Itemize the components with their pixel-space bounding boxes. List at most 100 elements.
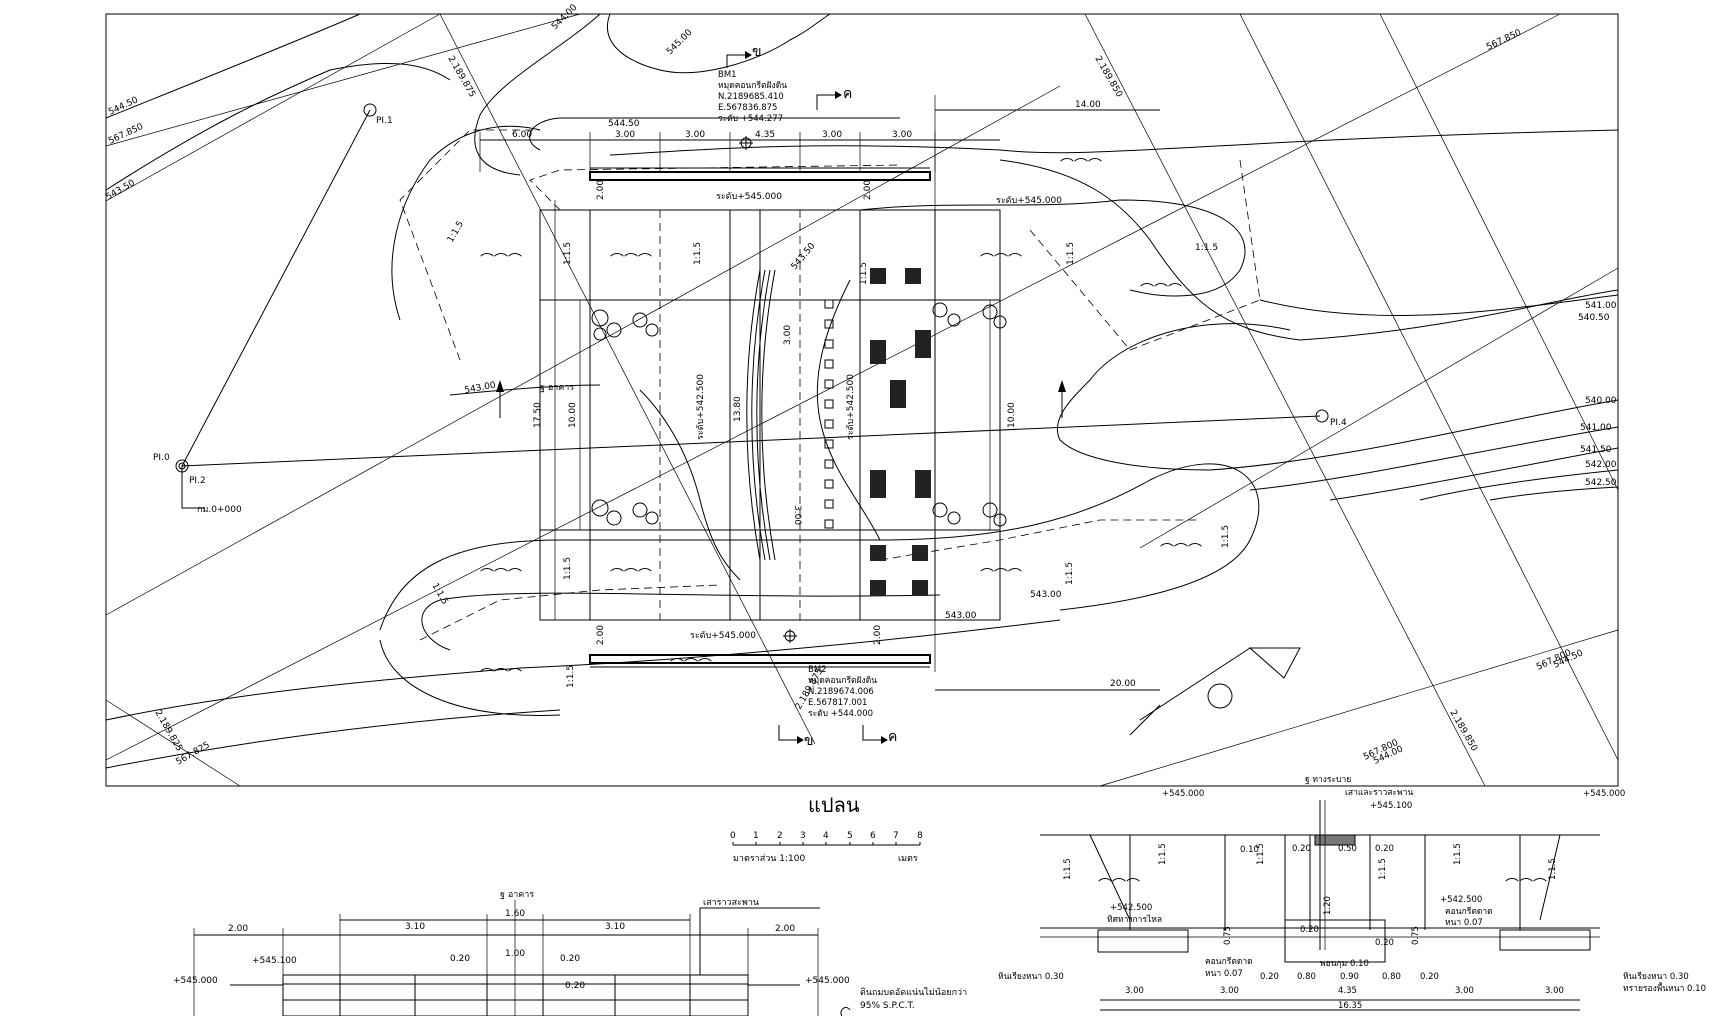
slope-label: 1:1.5 — [693, 242, 703, 265]
svg-text:⌒⌒⌒: ⌒⌒⌒ — [610, 568, 652, 584]
dim-label: 2.00 — [596, 625, 606, 645]
section-ref-label: ค — [888, 729, 897, 745]
section-label: 0.20 — [1292, 844, 1311, 854]
section-label: 0.20 — [1260, 972, 1279, 982]
bm1-note: BM1 หมุดคอนกรีตฝังดิน N.2189685.410 E.56… — [718, 70, 787, 124]
dim-label: 3.00 — [783, 325, 793, 345]
dim-label: 3.00 — [822, 130, 842, 140]
section-label: 0.20 — [1420, 972, 1439, 982]
elevation-centerline-label: ฐ อาคาร — [500, 890, 534, 900]
slope-labels: 1:1.5 1:1.5 1:1.5 1:1.5 1:1.5 1:1.5 1:1.… — [429, 220, 1231, 688]
dim-label: 14.00 — [1075, 100, 1101, 110]
dim-label: 6.00 — [512, 130, 532, 140]
bridge-deck-bottom — [589, 654, 931, 664]
grid-label: 567.850 — [107, 122, 145, 147]
slope-label: 1:1.5 — [1065, 562, 1075, 585]
dim-label: 10.00 — [1007, 402, 1017, 428]
coordinate-grid — [105, 13, 1619, 787]
contour-label: 544.00 — [550, 3, 580, 33]
chute-steps — [746, 269, 776, 561]
bm1-east: E.567836.875 — [718, 103, 777, 113]
scale-tick: 1 — [753, 831, 759, 841]
dim-label: 0.20 — [560, 954, 580, 964]
grid-label: 2.189.850 — [1092, 55, 1124, 100]
pi-label: PI.0 — [153, 453, 170, 463]
plan-view: ⌒⌒⌒⌒⌒⌒⌒⌒⌒ ⌒⌒⌒⌒⌒⌒⌒⌒⌒ ⌒⌒⌒⌒⌒⌒⌒⌒⌒ ⌒⌒⌒⌒⌒⌒ 544… — [105, 3, 1619, 787]
riprap-left — [1097, 929, 1189, 953]
contour-label: 543.50 — [105, 178, 138, 203]
bridge-elevation: ฐ อาคาร เสาราวสะพาน 2.00 3.10 1.60 3.10 … — [173, 890, 967, 1016]
section-label: 3.00 — [1125, 986, 1144, 996]
route-centerline — [175, 103, 1329, 509]
station-label: กม.0+000 — [197, 505, 242, 515]
elevation-labels: ฐ อาคาร เสาราวสะพาน 2.00 3.10 1.60 3.10 … — [173, 890, 967, 1011]
channel — [1284, 919, 1386, 963]
slope-label: 1:1.5 — [859, 262, 869, 285]
dim-label: 17.50 — [533, 402, 543, 428]
contour-label: 540.50 — [1578, 313, 1610, 323]
contour-lines — [105, 13, 1619, 769]
dim-label: 20.00 — [1110, 679, 1136, 689]
section-centerline-label: ฐ ทางระบาย — [1305, 775, 1351, 785]
scale-unit: เมตร — [898, 854, 918, 864]
pi-label: PI.2 — [189, 476, 206, 486]
railing — [282, 974, 749, 1016]
pi-label: PI.4 — [1330, 418, 1347, 428]
svg-text:⌒⌒⌒: ⌒⌒⌒ — [1098, 878, 1140, 894]
slope-label: 1:1.5 — [1195, 243, 1218, 253]
grass-symbols: ⌒⌒⌒⌒⌒⌒⌒⌒⌒ ⌒⌒⌒⌒⌒⌒⌒⌒⌒ ⌒⌒⌒⌒⌒⌒⌒⌒⌒ ⌒⌒⌒⌒⌒⌒ — [480, 158, 1202, 684]
section-label: +542.500 — [1440, 895, 1482, 905]
level-label: +545.100 — [252, 956, 297, 966]
section-ref-label: ข — [752, 44, 762, 60]
bm2-east: E.567817.001 — [808, 698, 867, 708]
scale-tick: 8 — [917, 831, 923, 841]
grass-section: ⌒⌒⌒ ⌒⌒⌒ — [1098, 878, 1547, 894]
slope-label: 1:1.5 — [563, 242, 573, 265]
section-label: 1:1.5 — [1548, 858, 1558, 880]
scale-tick: 2 — [777, 831, 783, 841]
section-label: เสาและราวสะพาน — [1345, 788, 1413, 798]
slope-label: 1:1.5 — [563, 557, 573, 580]
dim-label: 3.00 — [792, 505, 802, 525]
boulders — [591, 302, 1007, 527]
slope-label: 1:1.5 — [566, 665, 576, 688]
bm1-north: N.2189685.410 — [718, 92, 784, 102]
section-label: 3.00 — [1455, 986, 1474, 996]
fill-note: 95% S.P.C.T. — [860, 1001, 915, 1011]
section-letters: ข ค ข ค — [752, 44, 897, 749]
contour-label: 541.50 — [1580, 445, 1612, 455]
section-label: คอนกรีตดาด — [1445, 906, 1493, 917]
section-label: คอนกรีตดาด — [1205, 956, 1253, 967]
section-label: 4.35 — [1338, 986, 1357, 996]
dim-label: 0.20 — [450, 954, 470, 964]
contour-label: 543.50 — [790, 241, 818, 272]
contour-label: 545.00 — [665, 28, 695, 58]
dim-label: 13.80 — [733, 396, 743, 422]
dim-label: 4.35 — [755, 130, 775, 140]
svg-text:⌒⌒⌒: ⌒⌒⌒ — [1060, 158, 1102, 174]
dim-label: 10.00 — [568, 402, 578, 428]
section-label: +542.500 — [1110, 903, 1152, 913]
section-label: 0.80 — [1297, 972, 1316, 982]
fill-note: ดินถมบดอัดแน่นไม่น้อยกว่า — [860, 987, 967, 998]
scale-tick: 6 — [870, 831, 876, 841]
section-label: พอนกุม 0.10 — [1320, 959, 1369, 969]
section-label: 3.00 — [1220, 986, 1239, 996]
level-label: ระดับ+545.000 — [690, 631, 756, 641]
contour-label: 543.00 — [464, 381, 497, 396]
section-label: +545.100 — [1370, 801, 1412, 811]
svg-text:⌒⌒⌒: ⌒⌒⌒ — [1505, 878, 1547, 894]
section-label: 0.20 — [1300, 925, 1319, 935]
section-label: 1:1.5 — [1063, 858, 1073, 880]
scale-ticks: 0 1 2 3 4 5 6 7 8 — [730, 831, 923, 841]
section-ref-label: ข — [804, 733, 814, 749]
section-ref-label: ค — [843, 86, 852, 102]
spillway-structure — [539, 136, 1007, 668]
level-label: ระดับ+545.000 — [996, 196, 1062, 206]
dim-label: 0.20 — [565, 981, 585, 991]
section-label: หนา 0.07 — [1205, 969, 1243, 979]
section-label: 0.75 — [1223, 926, 1233, 945]
dim-label: 2.00 — [863, 180, 873, 200]
level-label: ระดับ+542.500 — [846, 374, 856, 440]
